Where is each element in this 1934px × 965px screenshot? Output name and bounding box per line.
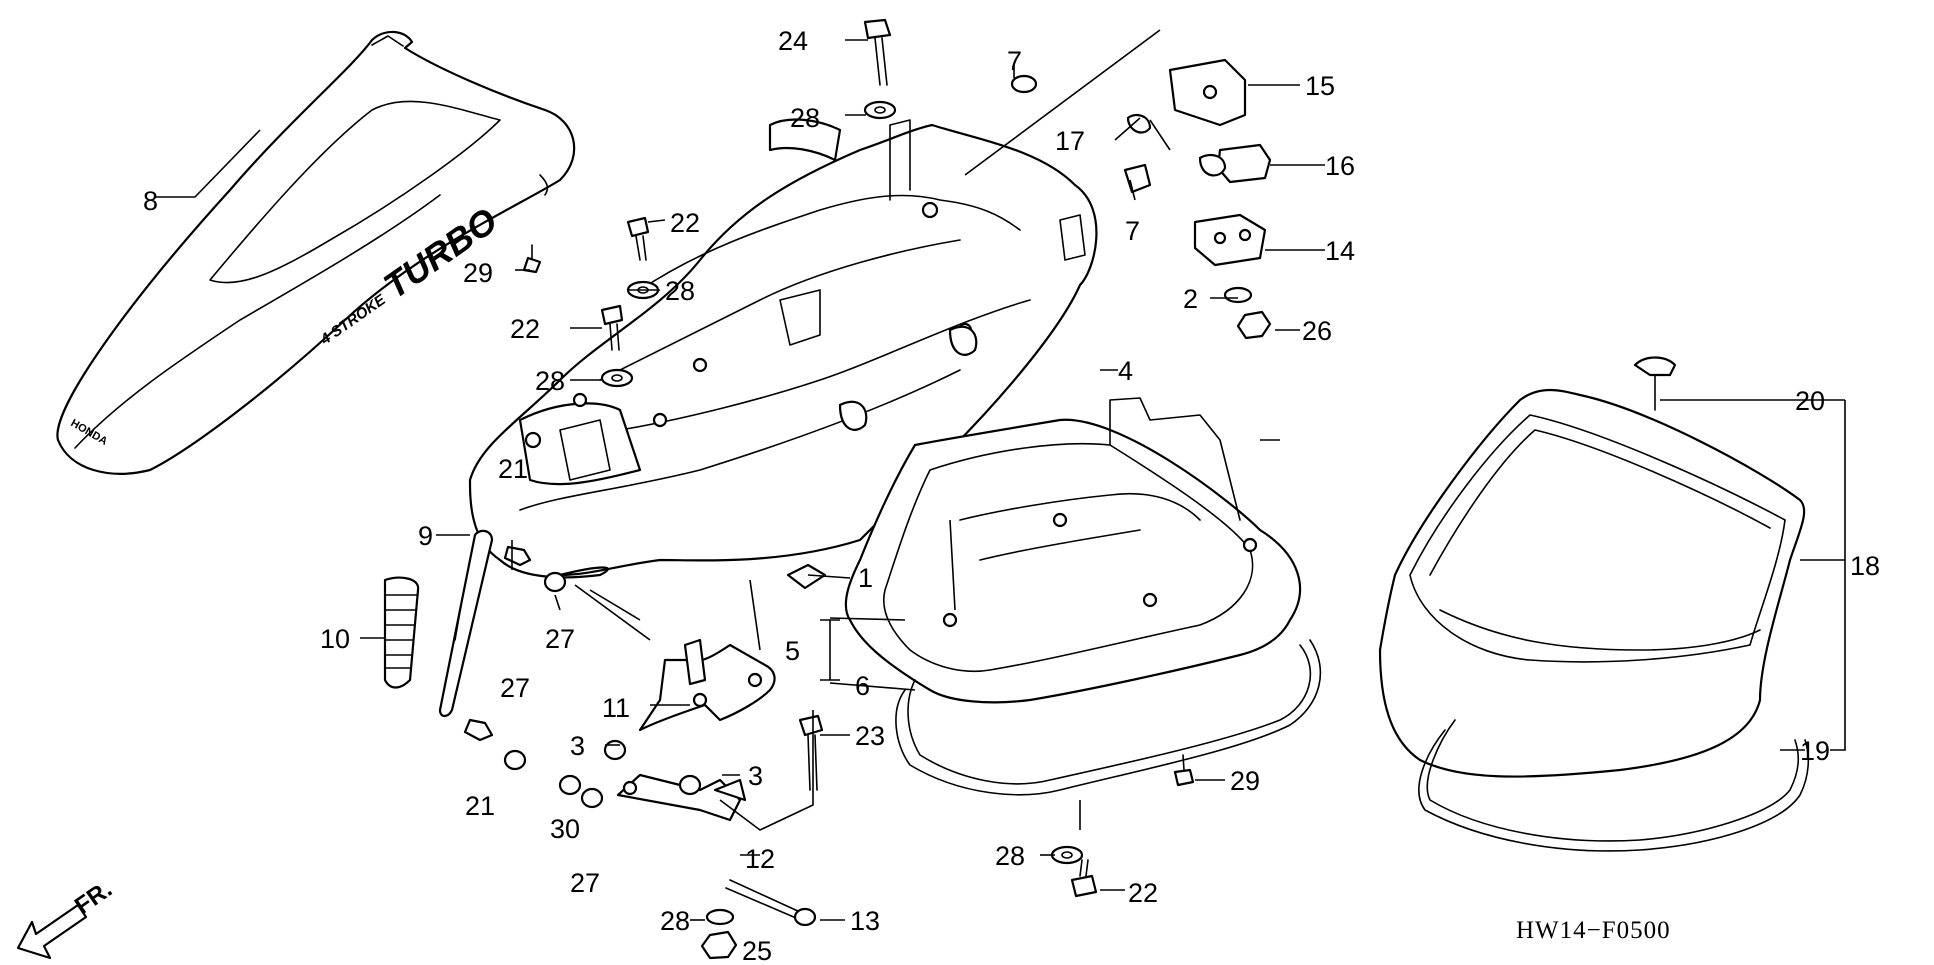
callout-26: 26 (1302, 316, 1332, 346)
nut-25 (700, 930, 738, 960)
callout-28d: 28 (995, 841, 1025, 871)
bolt-22a (626, 216, 650, 261)
callout-20: 20 (1795, 386, 1825, 416)
callout-21a: 21 (498, 454, 528, 484)
callout-10: 10 (320, 624, 350, 654)
bolt-22c (1070, 859, 1098, 898)
callout-22a: 22 (670, 208, 700, 238)
latch-assembly-part (1123, 58, 1272, 267)
callout-labels: 1 2 3 3 4 5 6 7 7 8 9 10 11 12 13 14 15 … (143, 26, 1880, 965)
diagram-code: HW14−F0500 (1516, 917, 1671, 944)
callout-27c: 27 (570, 868, 600, 898)
direction-arrow-icon (16, 903, 88, 960)
nut-26 (1236, 310, 1272, 340)
callout-30: 30 (550, 814, 580, 844)
leader-lines (155, 29, 1846, 921)
callout-12: 12 (745, 844, 775, 874)
callout-21b: 21 (465, 791, 495, 821)
callout-24: 24 (778, 26, 808, 56)
callout-1: 1 (858, 563, 873, 593)
callout-7a: 7 (1007, 46, 1022, 76)
front-direction-indicator: FR. (16, 876, 117, 960)
callout-11: 11 (602, 693, 630, 723)
callout-27a: 27 (545, 624, 575, 654)
callout-13: 13 (850, 906, 880, 936)
callout-7b: 7 (1125, 216, 1140, 246)
bolt-22b (600, 304, 624, 351)
callout-22c: 22 (1128, 878, 1158, 908)
bolt-23 (798, 714, 824, 791)
callout-28c: 28 (535, 366, 565, 396)
hinge-pin-part (725, 879, 817, 927)
callout-2: 2 (1183, 284, 1198, 314)
callout-3b: 3 (748, 761, 763, 791)
callout-28a: 28 (790, 103, 820, 133)
callout-16: 16 (1325, 151, 1355, 181)
callout-27b: 27 (500, 673, 530, 703)
callout-17: 17 (1055, 126, 1085, 156)
bolt-24 (863, 18, 892, 86)
callout-28e: 28 (660, 906, 690, 936)
callout-9: 9 (418, 521, 433, 551)
callout-25: 25 (742, 936, 772, 965)
pad-part (786, 563, 827, 590)
gas-strut-part (438, 529, 494, 718)
callout-5: 5 (785, 636, 800, 666)
body-frame-part (468, 118, 1098, 579)
storage-tray-part (844, 397, 1322, 796)
hinge-arm-part (616, 773, 747, 822)
callout-15: 15 (1305, 71, 1335, 101)
callout-18: 18 (1850, 551, 1880, 581)
callout-22b: 22 (510, 314, 540, 344)
callout-3a: 3 (570, 731, 585, 761)
hinge-bracket-part (638, 638, 776, 732)
callout-8: 8 (143, 186, 158, 216)
callout-29a: 29 (463, 258, 493, 288)
callout-28b: 28 (665, 276, 695, 306)
screw-29b (1173, 754, 1195, 787)
bolt-21b (463, 718, 494, 742)
callout-19: 19 (1800, 736, 1830, 766)
storage-bin-part (1378, 356, 1810, 852)
callout-4: 4 (1118, 356, 1133, 386)
strut-boot-part (383, 576, 420, 689)
screw-29a (522, 244, 542, 274)
callout-6: 6 (855, 671, 870, 701)
front-cover-part: TURBO 4 STROKE HONDA (56, 30, 576, 475)
callout-29b: 29 (1230, 766, 1260, 796)
callout-14: 14 (1325, 236, 1355, 266)
callout-23: 23 (855, 721, 885, 751)
